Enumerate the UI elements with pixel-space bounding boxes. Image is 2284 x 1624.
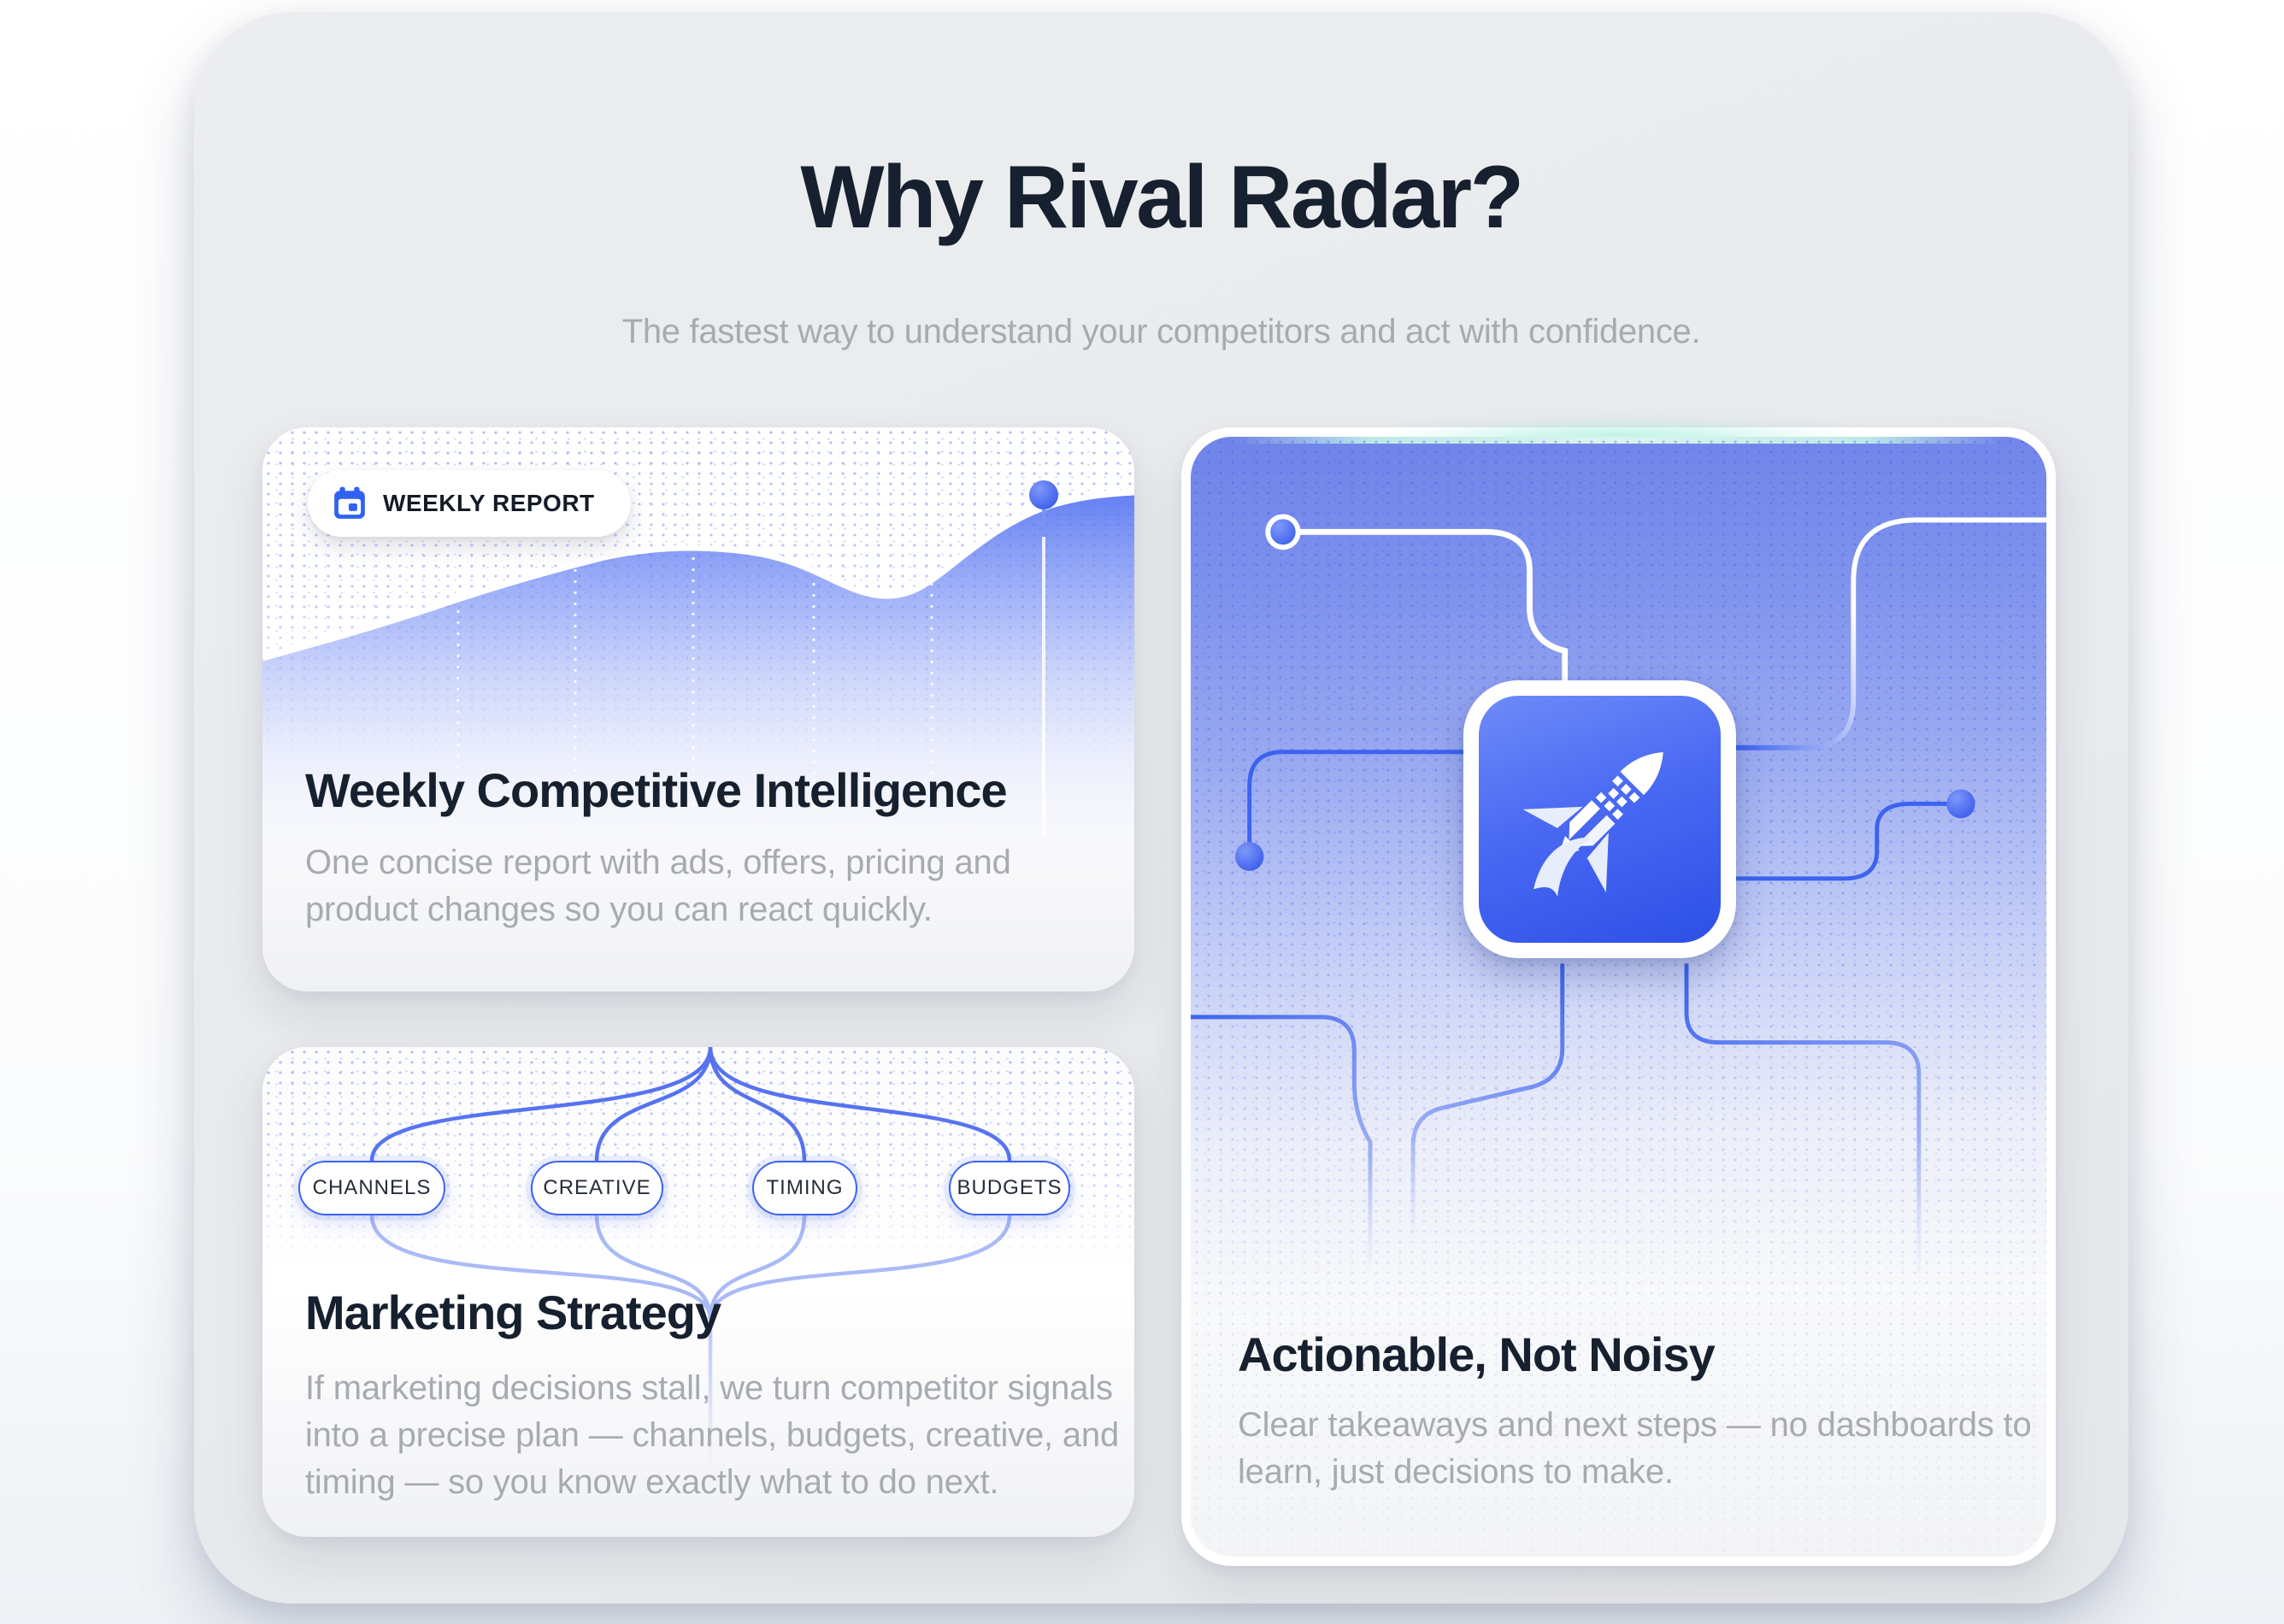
pill-creative: CREATIVE [531, 1161, 663, 1215]
why-section-container: Why Rival Radar? The fastest way to unde… [194, 12, 2128, 1603]
pill-budgets: BUDGETS [949, 1161, 1070, 1215]
circuit-line-bottom-right [1684, 963, 1922, 1282]
chart-gridlines [456, 557, 933, 808]
section-subtitle: The fastest way to understand your compe… [621, 313, 1701, 350]
area-chart [262, 480, 1134, 991]
circuit-line-left-lower [1191, 1015, 1373, 1275]
rocket-flame-swoosh [1533, 837, 1592, 897]
rocket-icon-panel [1479, 696, 1721, 943]
strategy-card-title: Marketing Strategy [305, 1286, 721, 1339]
circuit-line-topleft [1282, 528, 1569, 689]
chart-area-fill [262, 492, 1134, 991]
rocket-icon-box [1463, 680, 1736, 958]
actionable-gradient-panel [1191, 437, 2046, 1556]
strategy-desc-line: If marketing decisions stall, we turn co… [305, 1369, 1113, 1407]
actionable-desc-line: Clear takeaways and next steps — no dash… [1238, 1406, 2032, 1444]
weekly-desc-line: product changes so you can react quickly… [305, 891, 933, 928]
card-marketing-strategy: CHANNELS CREATIVE TIMING BUDGETS Marketi… [262, 1047, 1134, 1537]
section-title: Why Rival Radar? [800, 148, 1524, 247]
branch-curves-bottom [369, 1215, 1012, 1320]
chart-curve-stroke [262, 489, 1134, 662]
circuit-lines [1191, 514, 2046, 1282]
circuit-node-dot [1265, 514, 1301, 550]
circuit-node-dot [1946, 789, 1975, 819]
circuit-line-topright [1735, 517, 2046, 750]
strategy-desc-line: into a precise plan — channels, budgets,… [305, 1416, 1120, 1454]
pill-timing: TIMING [752, 1161, 857, 1215]
circuit-line-left [1247, 750, 1471, 857]
weekly-card-title: Weekly Competitive Intelligence [305, 763, 1008, 817]
branch-curves-top [369, 1047, 1012, 1162]
actionable-desc-line: learn, just decisions to make. [1238, 1453, 1674, 1491]
strategy-branch-diagram [369, 1047, 1012, 1464]
actionable-card-title: Actionable, Not Noisy [1238, 1327, 1716, 1381]
card-actionable-not-noisy: Actionable, Not Noisy Clear takeaways an… [1181, 427, 2056, 1566]
weekly-desc-line: One concise report with ads, offers, pri… [305, 844, 1011, 881]
actionable-card-description: Clear takeaways and next steps — no dash… [1238, 1402, 2032, 1496]
weekly-report-badge: WEEKLY REPORT [308, 470, 631, 537]
chart-peak-dot [1029, 480, 1058, 509]
calendar-icon [334, 486, 365, 519]
pill-channels: CHANNELS [298, 1161, 445, 1215]
strategy-card-description: If marketing decisions stall, we turn co… [305, 1365, 1119, 1506]
weekly-report-badge-label: WEEKLY REPORT [383, 490, 595, 516]
card-weekly-competitive-intelligence: WEEKLY REPORT Weekly Competitive Intelli… [262, 427, 1134, 991]
weekly-card-description: One concise report with ads, offers, pri… [305, 839, 1011, 933]
strategy-desc-line: timing — so you know exactly what to do … [305, 1463, 999, 1501]
circuit-node-dot [1235, 842, 1264, 871]
circuit-line-right [1735, 801, 1961, 881]
rocket-icon [1522, 751, 1663, 897]
circuit-line-bottom-left [1410, 963, 1565, 1240]
